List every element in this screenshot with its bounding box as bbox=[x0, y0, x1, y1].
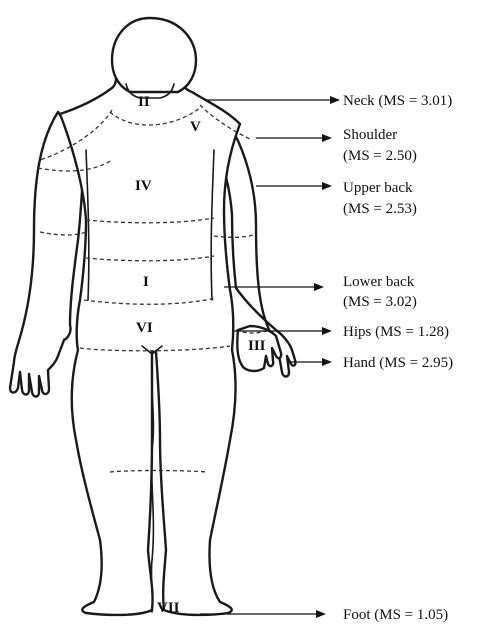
lower-back-callout-line-2: (MS = 3.02) bbox=[343, 294, 417, 310]
upper-back-arrow-head bbox=[322, 182, 332, 190]
neck-callout: Neck (MS = 3.01) bbox=[343, 93, 452, 109]
foot-arrow-head bbox=[316, 610, 326, 618]
shoulder-arrow-head bbox=[322, 134, 332, 142]
hips-arrow-head bbox=[322, 327, 332, 335]
hips-callout: Hips (MS = 1.28) bbox=[343, 324, 449, 340]
foot-callout: Foot (MS = 1.05) bbox=[343, 607, 448, 623]
shoulder-callout-line-1: Shoulder bbox=[343, 127, 397, 143]
region-label-ii: II bbox=[138, 94, 150, 110]
hand-arrow-head bbox=[322, 358, 332, 366]
region-label-i: I bbox=[143, 274, 149, 290]
lower-back-arrow-head bbox=[314, 283, 324, 291]
head-outline bbox=[112, 18, 196, 92]
hand-callout: Hand (MS = 2.95) bbox=[343, 355, 453, 371]
region-label-vii: VII bbox=[157, 600, 180, 616]
upper-back-callout-line-1: Upper back bbox=[343, 180, 413, 196]
upper-back-callout-line-2: (MS = 2.53) bbox=[343, 201, 417, 217]
region-label-vi: VI bbox=[136, 320, 153, 336]
region-label-iii: III bbox=[248, 338, 266, 354]
neck-arrow-head bbox=[330, 96, 340, 104]
region-label-iv: IV bbox=[135, 178, 152, 194]
shoulder-callout-line-2: (MS = 2.50) bbox=[343, 148, 417, 164]
lower-back-callout-line-1: Lower back bbox=[343, 274, 415, 290]
region-label-v: V bbox=[190, 119, 201, 135]
torso-legs-outline bbox=[60, 68, 240, 615]
callout-texts: Neck (MS = 3.01) Shoulder (MS = 2.50) Up… bbox=[343, 93, 453, 623]
